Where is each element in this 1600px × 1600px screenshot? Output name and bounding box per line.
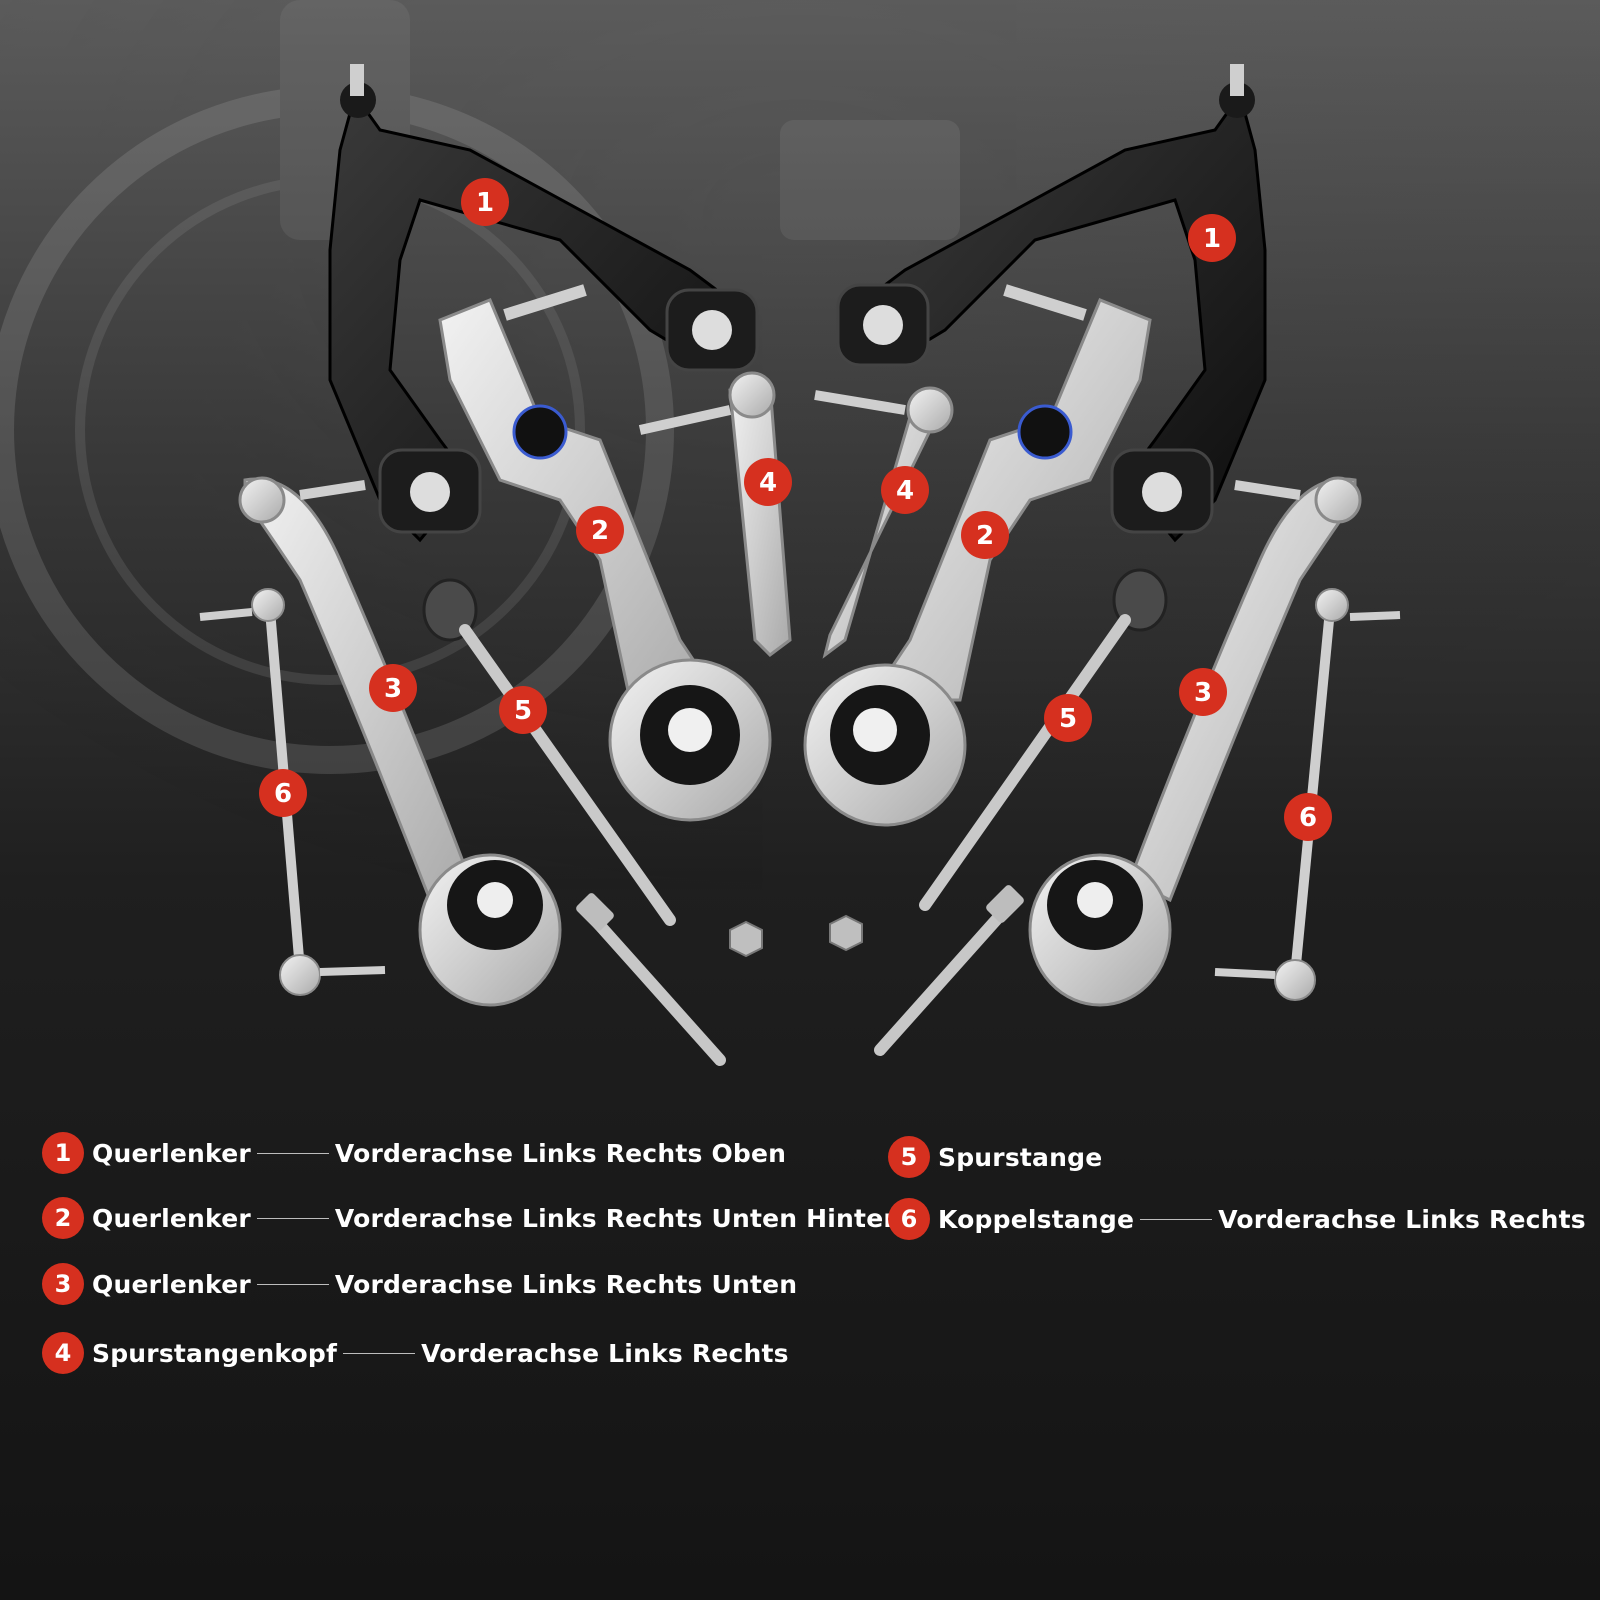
part-marker-6-left: 6 [259,769,307,817]
svg-text:2: 2 [591,516,609,546]
legend-number: 2 [42,1197,84,1239]
lower-rear-control-arm-right [803,284,1152,827]
svg-text:5: 5 [514,696,532,726]
svg-text:4: 4 [759,468,777,498]
legend-part: Querlenker [92,1138,251,1168]
legend-position: Vorderachse Links Rechts Unten [334,1269,798,1299]
legend-position: Vorderachse Links Rechts [421,1338,789,1368]
legend-item-5: 5 Spurstange [888,1135,1102,1179]
legend-item-6: 6 Koppelstange Vorderachse Links Rechts [888,1197,1586,1241]
tie-rod-left [422,578,676,926]
legend-number: 1 [42,1132,84,1174]
nut-left [729,920,763,958]
part-marker-4-left: 4 [744,458,792,506]
legend-part: Koppelstange [938,1204,1135,1234]
part-marker-2-right: 2 [961,511,1009,559]
nut-right [829,914,863,952]
legend-connector [343,1352,416,1354]
legend-connector [256,1152,329,1154]
svg-text:6: 6 [274,779,292,809]
lower-control-arm-left [238,476,562,1007]
legend-item-3: 3 Querlenker Vorderachse Links Rechts Un… [42,1262,797,1306]
svg-text:2: 2 [976,521,994,551]
stabilizer-link-right [1214,588,1401,1001]
part-marker-5-right: 5 [1044,694,1092,742]
lower-rear-control-arm-left [438,284,772,822]
svg-text:5: 5 [1059,704,1077,734]
legend-number: 4 [42,1332,84,1374]
tie-rod-right [919,568,1168,911]
part-marker-1-left: 1 [461,178,509,226]
tie-rod-end-right [814,386,954,659]
part-marker-6-right: 6 [1284,793,1332,841]
legend-position: Vorderachse Links Rechts Unten Hinten [334,1203,902,1233]
background-wheel [0,0,1600,1080]
legend-item-1: 1 Querlenker Vorderachse Links Rechts Ob… [42,1131,786,1175]
part-marker-4-right: 4 [881,466,929,514]
bolt-left [576,893,726,1066]
part-marker-3-right: 3 [1179,668,1227,716]
part-marker-3-left: 3 [369,664,417,712]
svg-text:1: 1 [1203,224,1221,254]
legend-number: 6 [888,1198,930,1240]
bolt-right [874,885,1024,1056]
legend-position: Vorderachse Links Rechts [1218,1204,1586,1234]
legend-connector [1140,1218,1213,1220]
upper-control-arm-right [836,64,1267,543]
legend-number: 3 [42,1263,84,1305]
tie-rod-end-left [638,371,792,657]
legend-part: Querlenker [92,1269,251,1299]
svg-text:3: 3 [1194,678,1212,708]
part-marker-2-left: 2 [576,506,624,554]
legend-part: Spurstangenkopf [92,1338,338,1368]
svg-text:3: 3 [384,674,402,704]
legend-number: 5 [888,1136,930,1178]
legend-connector [256,1217,329,1219]
legend-item-2: 2 Querlenker Vorderachse Links Rechts Un… [42,1196,901,1240]
legend-part: Querlenker [92,1203,251,1233]
upper-control-arm-left [328,64,759,543]
legend-item-4: 4 Spurstangenkopf Vorderachse Links Rech… [42,1331,789,1375]
svg-text:4: 4 [896,476,914,506]
part-marker-5-left: 5 [499,686,547,734]
part-marker-1-right: 1 [1188,214,1236,262]
svg-text:1: 1 [476,188,494,218]
legend-position: Vorderachse Links Rechts Oben [334,1138,787,1168]
legend-connector [256,1283,329,1285]
lower-control-arm-right [1028,476,1362,1007]
legend-part: Spurstange [938,1142,1103,1172]
svg-text:6: 6 [1299,803,1317,833]
product-illustration: 1 1 2 2 3 3 4 4 5 5 6 6 [0,0,1600,1080]
